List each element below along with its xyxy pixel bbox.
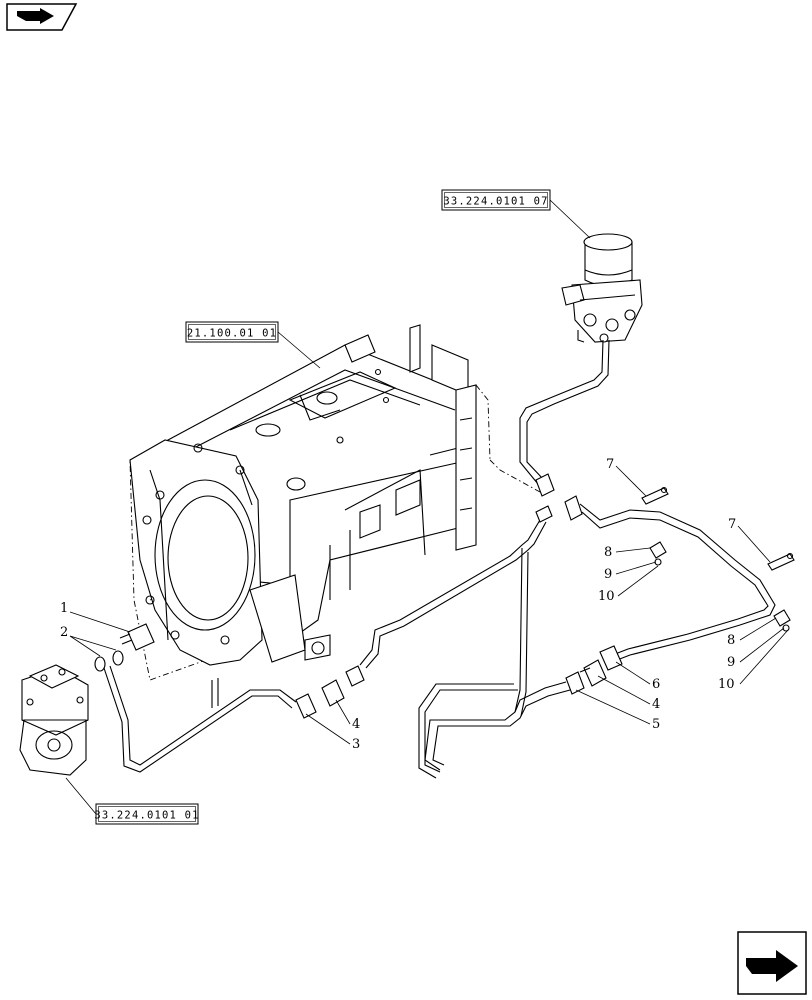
dryer-pipe-a: [519, 339, 604, 485]
fitting-4-right: [579, 659, 607, 687]
compressor: [19, 664, 89, 776]
book-arrow-icon[interactable]: [6, 3, 78, 31]
clip-8a: [649, 541, 667, 566]
ref-box-filter-dryer[interactable]: 33.224.0101 07: [441, 189, 551, 211]
clip-8b: [773, 609, 791, 632]
washer-2: [94, 650, 124, 672]
callout-7a: 7: [606, 457, 614, 472]
callout-8b: 8: [727, 633, 735, 648]
callout-6: 6: [652, 677, 660, 692]
callout-5: 5: [652, 717, 660, 732]
clamp-7a: [641, 486, 669, 505]
fitting-4-left: [321, 665, 365, 707]
air-dryer: [561, 233, 643, 343]
ref-box-transmission[interactable]: 21.100.01 01: [185, 321, 279, 343]
callout-4-right: 4: [652, 697, 660, 712]
dryer-pipe-b: [526, 339, 610, 481]
callout-10a: 10: [598, 589, 615, 604]
callout-7b: 7: [728, 517, 736, 532]
leader-transmission: [277, 331, 321, 369]
leader-compressor: [65, 777, 97, 815]
dashed-connection: [489, 459, 541, 493]
ref-label-compressor: 33.224.0101 01: [94, 810, 199, 822]
callout-4-left: 4: [352, 717, 360, 732]
clamp-7b: [767, 552, 795, 571]
callout-9b: 9: [727, 655, 735, 670]
pipe-6: [564, 495, 776, 671]
callout-2: 2: [60, 625, 68, 640]
ref-label-filter-dryer: 33.224.0101 07: [443, 196, 548, 208]
next-page-arrow-icon[interactable]: [737, 931, 807, 995]
ref-box-compressor[interactable]: 33.224.0101 01: [94, 803, 199, 825]
hose-5: [424, 671, 585, 771]
loop-pipe: [359, 505, 553, 779]
callout-1: 1: [60, 601, 68, 616]
transmission-housing: [129, 324, 491, 681]
ref-label-transmission: 21.100.01 01: [187, 328, 277, 340]
callout-9a: 9: [604, 567, 612, 582]
callout-10b: 10: [718, 677, 735, 692]
leader-filter-dryer: [549, 199, 591, 239]
dryer-fitting: [535, 473, 555, 497]
callout-3: 3: [352, 737, 360, 752]
pipe-3: [103, 665, 317, 773]
callout-8a: 8: [604, 545, 612, 560]
fitting-1: [119, 623, 155, 651]
